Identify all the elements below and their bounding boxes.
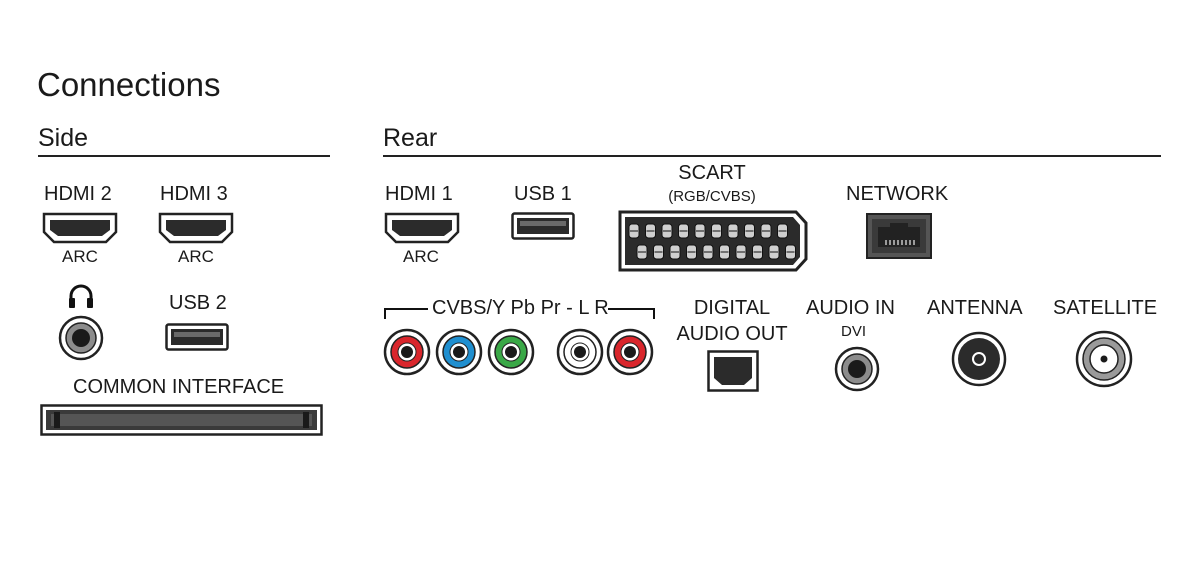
- usb2-label: USB 2: [169, 292, 227, 314]
- hdmi2-port-icon: [42, 212, 118, 244]
- headphone-jack-icon: [58, 315, 104, 361]
- rca-blue-jack-icon: [435, 328, 483, 376]
- common-interface-label: COMMON INTERFACE: [73, 376, 285, 398]
- component-bracket-icon: [384, 306, 656, 320]
- page-title: Connections: [37, 66, 221, 103]
- audio-in-label: AUDIO IN: [806, 297, 895, 319]
- rca-green-jack-icon: [487, 328, 535, 376]
- usb1-port-icon: [511, 212, 575, 240]
- antenna-label: ANTENNA: [927, 297, 1023, 319]
- satellite-port-icon: [1075, 330, 1133, 388]
- headphones-icon: [66, 283, 96, 309]
- hdmi3-port-icon: [158, 212, 234, 244]
- network-label: NETWORK: [846, 183, 949, 205]
- common-interface-slot-icon: [40, 404, 323, 436]
- hdmi2-arc-label: ARC: [62, 247, 98, 266]
- scart-port-icon: [617, 209, 809, 273]
- scart-label: SCART: [678, 162, 746, 184]
- rca-white-jack-icon: [556, 328, 604, 376]
- hdmi3-label: HDMI 3: [160, 183, 228, 205]
- audio-in-dvi-label: DVI: [841, 323, 867, 340]
- component-label: CVBS/Y Pb Pr - L R: [432, 297, 609, 319]
- rear-divider: [383, 155, 1161, 157]
- usb2-port-icon: [165, 323, 229, 351]
- rca-red-jack-icon: [383, 328, 431, 376]
- digital-audio-out-label-line1: DIGITAL: [693, 297, 771, 319]
- satellite-label: SATELLITE: [1053, 297, 1158, 319]
- rca-red-audio-jack-icon: [606, 328, 654, 376]
- usb1-label: USB 1: [514, 183, 572, 205]
- hdmi3-arc-label: ARC: [178, 247, 214, 266]
- audio-in-jack-icon: [834, 346, 880, 392]
- hdmi1-port-icon: [384, 212, 460, 244]
- hdmi1-label: HDMI 1: [385, 183, 453, 205]
- section-side-heading: Side: [38, 124, 89, 152]
- optical-port-icon: [707, 350, 759, 392]
- hdmi2-label: HDMI 2: [44, 183, 112, 205]
- side-divider: [38, 155, 330, 157]
- hdmi1-arc-label: ARC: [403, 247, 439, 266]
- digital-audio-out-label-line2: AUDIO OUT: [676, 323, 788, 345]
- network-port-icon: [866, 213, 932, 259]
- scart-sub-label: (RGB/CVBS): [668, 188, 756, 205]
- antenna-port-icon: [951, 331, 1007, 387]
- section-rear-heading: Rear: [383, 124, 438, 152]
